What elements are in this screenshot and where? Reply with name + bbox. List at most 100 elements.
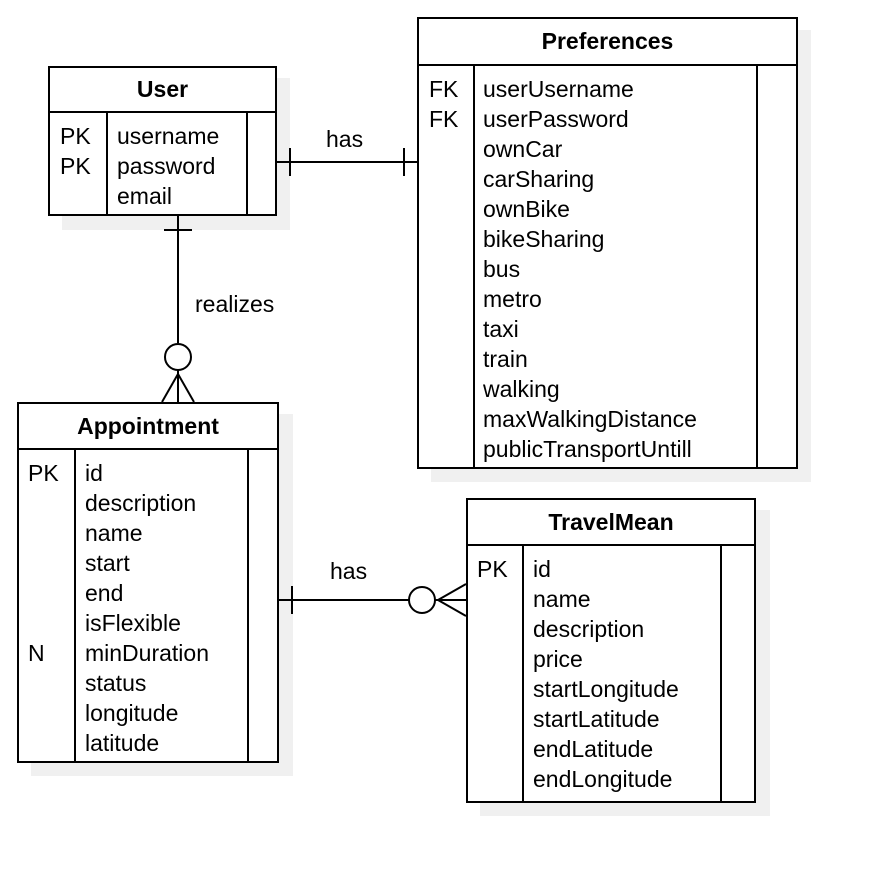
entity-travelmean-title: TravelMean [468, 500, 754, 546]
attribute-key [429, 374, 458, 404]
attribute-key [429, 404, 458, 434]
key-column-divider [473, 66, 475, 467]
attribute-key [429, 314, 458, 344]
attribute-name[interactable]: ownBike [483, 196, 570, 222]
attribute-key: PK [477, 556, 508, 582]
right-column-divider [246, 113, 248, 214]
attribute-name[interactable]: username [117, 123, 220, 149]
appointment-travelmean-crowfoot-top [437, 583, 467, 601]
appointment-travelmean-label: has [330, 558, 368, 584]
attribute-name[interactable]: latitude [85, 730, 160, 756]
attribute-key: FK [429, 76, 459, 102]
attribute-name[interactable]: start [85, 550, 130, 576]
attribute-key: PK [28, 460, 59, 486]
attribute-name[interactable]: price [533, 646, 583, 672]
entity-travelmean-attrs: id name description price startLongitude star… [533, 554, 679, 794]
attribute-key [28, 488, 59, 518]
attribute-key [429, 434, 458, 464]
attribute-key [28, 608, 59, 638]
attribute-key [28, 518, 59, 548]
attribute-key [429, 284, 458, 314]
attribute-key: N [28, 640, 45, 666]
attribute-name[interactable]: longitude [85, 700, 179, 726]
attribute-key [477, 644, 508, 674]
entity-travelmean[interactable]: TravelMean PK id name description price star… [466, 498, 756, 803]
user-appointment-label: realizes [195, 291, 275, 317]
attribute-name[interactable]: endLatitude [533, 736, 654, 762]
attribute-name[interactable]: metro [483, 286, 542, 312]
entity-preferences-body: FK FK userUsername userPassword ownCar carSh… [419, 66, 796, 467]
entity-user-title: User [50, 68, 275, 113]
entity-appointment-body: PK N id description name start end isFlexible m… [19, 450, 277, 761]
attribute-name[interactable]: bus [483, 256, 521, 282]
entity-travelmean-keys: PK [477, 554, 508, 794]
attribute-name[interactable]: userPassword [483, 106, 629, 132]
attribute-key [429, 254, 458, 284]
attribute-key: PK [60, 123, 91, 149]
attribute-name[interactable]: startLongitude [533, 676, 679, 702]
attribute-name[interactable]: status [85, 670, 147, 696]
attribute-key [28, 668, 59, 698]
right-column-divider [720, 546, 722, 801]
attribute-name[interactable]: startLatitude [533, 706, 660, 732]
attribute-name[interactable]: name [533, 586, 591, 612]
attribute-key [60, 181, 91, 211]
attribute-key [477, 704, 508, 734]
attribute-key [28, 548, 59, 578]
attribute-key [429, 194, 458, 224]
right-column-divider [756, 66, 758, 467]
entity-preferences-keys: FK FK [429, 74, 458, 464]
attribute-name[interactable]: password [117, 153, 216, 179]
attribute-key [477, 734, 508, 764]
attribute-name[interactable]: description [533, 616, 645, 642]
attribute-key [429, 344, 458, 374]
attribute-key [28, 728, 59, 758]
attribute-name[interactable]: minDuration [85, 640, 209, 666]
attribute-name[interactable]: train [483, 346, 528, 372]
appointment-travelmean-zero-mark [408, 586, 436, 614]
key-column-divider [74, 450, 76, 761]
entity-user-keys: PK PK [60, 121, 91, 211]
attribute-name[interactable]: id [533, 556, 551, 582]
attribute-name[interactable]: carSharing [483, 166, 595, 192]
right-column-divider [247, 450, 249, 761]
attribute-key [429, 164, 458, 194]
attribute-name[interactable]: bikeSharing [483, 226, 605, 252]
entity-preferences[interactable]: Preferences FK FK userUsername userPasswor… [417, 17, 798, 469]
attribute-name[interactable]: publicTransportUntill [483, 436, 692, 462]
attribute-key [477, 764, 508, 794]
attribute-key [429, 224, 458, 254]
attribute-name[interactable]: walking [483, 376, 560, 402]
entity-user[interactable]: User PK PK username password email [48, 66, 277, 216]
attribute-name[interactable]: maxWalkingDistance [483, 406, 697, 432]
attribute-name[interactable]: email [117, 183, 172, 209]
attribute-key: FK [429, 106, 459, 132]
attribute-name[interactable]: endLongitude [533, 766, 673, 792]
attribute-name[interactable]: description [85, 490, 197, 516]
attribute-name[interactable]: name [85, 520, 143, 546]
attribute-name[interactable]: userUsername [483, 76, 634, 102]
user-preferences-label: has [326, 126, 364, 152]
attribute-name[interactable]: ownCar [483, 136, 563, 162]
attribute-name[interactable]: isFlexible [85, 610, 181, 636]
user-appointment-zero-mark [164, 343, 192, 371]
attribute-name[interactable]: end [85, 580, 124, 606]
user-appointment-crowfoot-left [161, 373, 179, 403]
attribute-key [477, 584, 508, 614]
attribute-name[interactable]: id [85, 460, 103, 486]
entity-appointment-attrs: id description name start end isFlexible minDu… [85, 458, 209, 758]
appointment-travelmean-crowfoot-bottom [437, 599, 467, 617]
user-appointment-crowfoot-right [177, 373, 195, 403]
entity-preferences-title: Preferences [419, 19, 796, 66]
attribute-key [28, 698, 59, 728]
entity-user-attrs: username password email [117, 121, 219, 211]
attribute-key [477, 614, 508, 644]
attribute-key: PK [60, 153, 91, 179]
entity-preferences-attrs: userUsername userPassword ownCar carSharing… [483, 74, 697, 464]
attribute-key [477, 674, 508, 704]
entity-travelmean-body: PK id name description price startLongitude s… [468, 546, 754, 801]
attribute-key [28, 578, 59, 608]
attribute-name[interactable]: taxi [483, 316, 519, 342]
